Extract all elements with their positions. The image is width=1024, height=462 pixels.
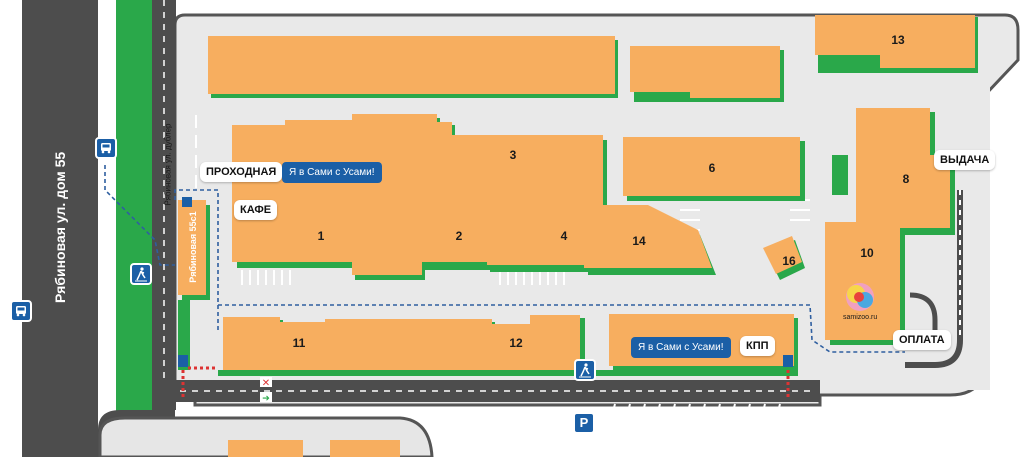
building-main	[232, 114, 716, 280]
building-number-10: 10	[860, 246, 874, 260]
building-top-mid	[630, 46, 784, 102]
store-tag-top[interactable]: Я в Сами с Усами!	[282, 162, 382, 183]
building-number-2: 2	[455, 229, 463, 243]
side-street-label: Рябиновая ул. дублер	[163, 123, 173, 206]
building-bottom	[228, 440, 400, 457]
bus-stop-icon	[10, 300, 32, 322]
building-number-4: 4	[560, 229, 568, 243]
barrier-icon	[178, 197, 793, 398]
building-number-11: 11	[292, 336, 306, 350]
building-16	[763, 236, 805, 280]
building-number-12: 12	[509, 336, 523, 350]
building-number-13: 13	[891, 33, 905, 47]
checkpoint-callout[interactable]: ПРОХОДНАЯ	[200, 162, 283, 182]
bus-stop-icon	[95, 137, 117, 159]
building-6	[623, 137, 805, 201]
building-number-8: 8	[902, 172, 910, 186]
pedestrian-crossing-icon	[574, 359, 596, 381]
pickup-callout[interactable]: ВЫДАЧА	[934, 150, 996, 170]
building-11-12	[223, 315, 585, 375]
cafe-callout[interactable]: КАФЕ	[234, 200, 278, 220]
building-number-16: 16	[782, 254, 796, 268]
building-55c1	[178, 200, 210, 300]
store-tag-bottom[interactable]: Я в Сами с Усами!	[631, 337, 731, 358]
building-number-3: 3	[509, 148, 517, 162]
samizoo-caption: samizoo.ru	[843, 314, 878, 321]
entrance-building-label: Рябиновая 55с1	[188, 211, 198, 283]
pedestrian-route	[104, 165, 175, 266]
samizoo-logo	[846, 283, 874, 311]
svg-text:➔: ➔	[262, 394, 270, 404]
building-13	[815, 15, 978, 73]
pedestrian-crossing-icon	[130, 263, 152, 285]
grass-strip	[114, 0, 152, 412]
kpp-callout[interactable]: КПП	[740, 336, 775, 356]
building-number-6: 6	[708, 161, 716, 175]
parking-icon: P	[573, 412, 595, 434]
main-road	[22, 0, 98, 457]
building-number-1: 1	[317, 229, 325, 243]
svg-text:✕: ✕	[262, 378, 270, 389]
building-number-14: 14	[632, 234, 646, 248]
payment-callout[interactable]: ОПЛАТА	[893, 330, 951, 350]
building-top-left	[208, 36, 618, 98]
main-street-label: Рябиновая ул. дом 55	[52, 151, 68, 303]
